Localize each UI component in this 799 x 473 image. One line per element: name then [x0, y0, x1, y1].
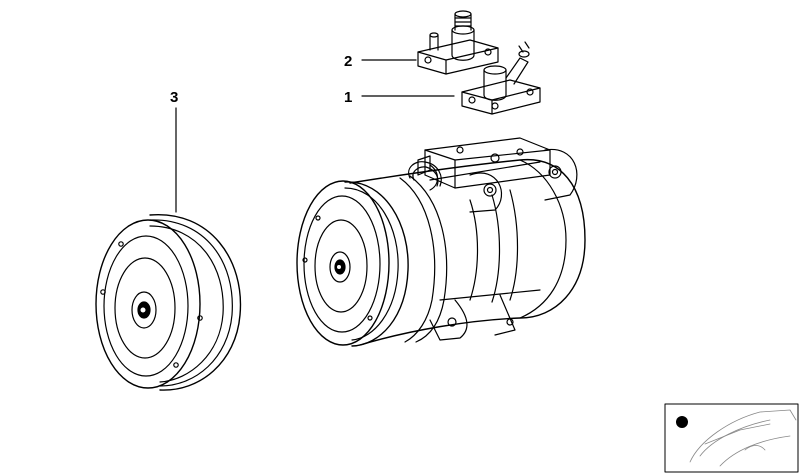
callout-label-2: 2 — [344, 53, 352, 70]
compressor-part — [296, 137, 586, 347]
callout-label-1: 1 — [344, 89, 352, 106]
location-dot-icon — [676, 416, 688, 428]
thumbnail-box — [664, 403, 799, 473]
fitting-part-2 — [417, 10, 499, 75]
fitting-part-1 — [461, 41, 541, 115]
pulley-clutch-part — [95, 214, 242, 391]
callout-label-3: 3 — [170, 89, 178, 106]
car-silhouette-icon — [689, 409, 797, 467]
